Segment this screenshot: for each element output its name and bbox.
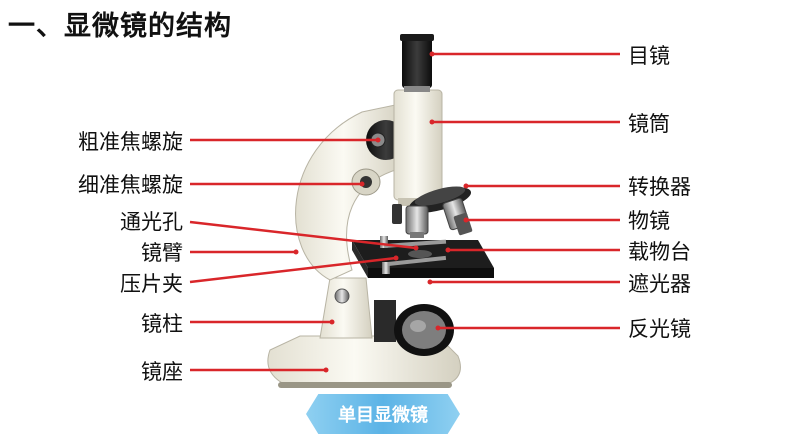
label-objective: 物镜 xyxy=(628,209,670,233)
label-diaphragm: 遮光器 xyxy=(628,272,691,296)
caption-badge: 单目显微镜 xyxy=(306,394,460,434)
label-tube: 镜筒 xyxy=(628,112,670,136)
leader-lines-left xyxy=(189,138,417,372)
caption-text: 单目显微镜 xyxy=(338,405,428,426)
label-eyepiece: 目镜 xyxy=(628,44,670,68)
label-mirror: 反光镜 xyxy=(628,317,691,341)
label-base: 镜座 xyxy=(141,360,183,384)
label-stage-clip: 压片夹 xyxy=(120,272,183,296)
label-fine-focus: 细准焦螺旋 xyxy=(78,173,183,197)
label-stage: 载物台 xyxy=(628,240,691,264)
label-aperture: 通光孔 xyxy=(120,210,183,234)
microscope-tube xyxy=(393,89,443,206)
mirror xyxy=(374,300,454,356)
aperture-hole xyxy=(408,250,432,258)
fine-focus-knob xyxy=(351,168,381,196)
label-nosepiece: 转换器 xyxy=(628,175,691,199)
label-arm: 镜臂 xyxy=(141,241,183,265)
pillar-screw xyxy=(334,288,350,304)
microscope-pillar xyxy=(319,277,373,339)
label-pillar: 镜柱 xyxy=(141,312,183,336)
label-coarse-focus: 粗准焦螺旋 xyxy=(78,130,183,154)
eyepiece xyxy=(400,34,434,92)
page-title: 一、显微镜的结构 xyxy=(8,11,232,42)
leader-lines-right xyxy=(430,52,620,330)
